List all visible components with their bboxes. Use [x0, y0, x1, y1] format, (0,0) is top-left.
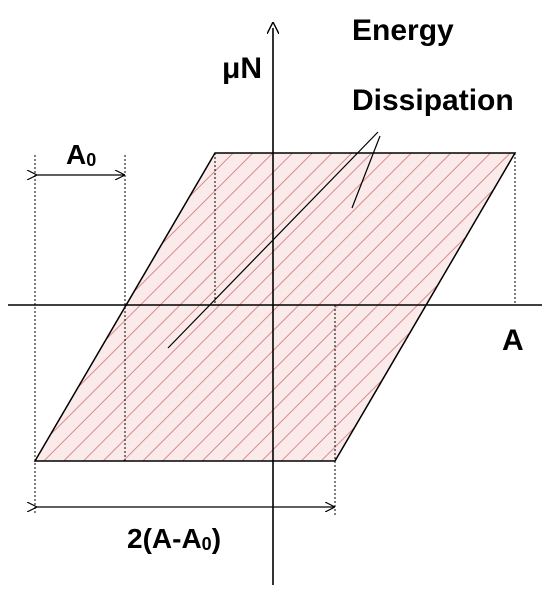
x-axis-label: A [502, 324, 524, 357]
width-label: 2(A-A0) [127, 523, 221, 554]
annotation-leaders [167, 131, 381, 349]
y-axis-label: μN [222, 52, 262, 85]
a0-label: A0 [66, 139, 96, 170]
hysteresis-loop [33, 152, 517, 462]
annotation-dissipation: Dissipation [352, 84, 514, 117]
annotation-energy: Energy [352, 14, 454, 47]
guide-lines [34, 153, 516, 515]
